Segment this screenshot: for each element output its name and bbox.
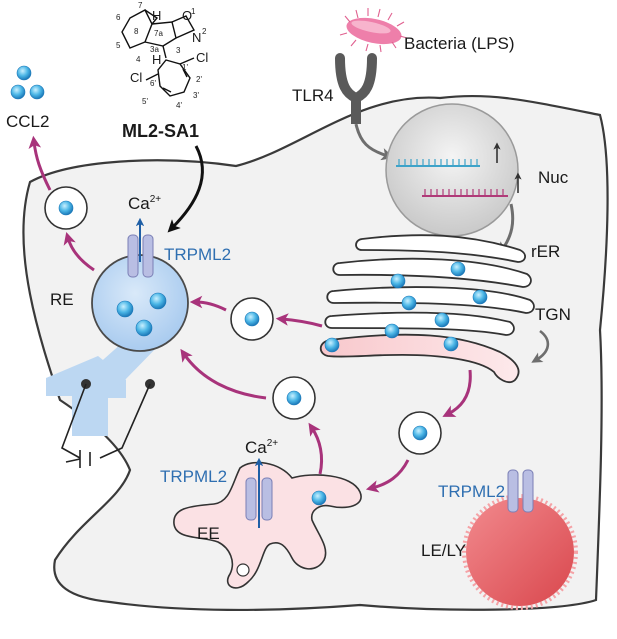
re-label: RE bbox=[50, 290, 74, 309]
tlr4-label: TLR4 bbox=[292, 86, 334, 105]
svg-text:3a: 3a bbox=[150, 45, 159, 54]
ee-cargo-dot bbox=[311, 490, 327, 506]
svg-text:N: N bbox=[192, 30, 201, 45]
svg-text:2': 2' bbox=[196, 75, 202, 84]
trpml2-channel-re bbox=[127, 217, 154, 278]
svg-text:1': 1' bbox=[182, 63, 188, 72]
golgi-cargo-dots bbox=[324, 261, 488, 353]
svg-text:1: 1 bbox=[191, 7, 196, 16]
ml2-sa1-label: ML2-SA1 bbox=[122, 121, 199, 141]
ca-re-label: Ca2+ bbox=[128, 194, 161, 213]
ee-label: EE bbox=[197, 524, 220, 543]
vesicle-to-re-arrow-2 bbox=[180, 348, 267, 400]
tgn-curved-arrow bbox=[531, 329, 550, 363]
svg-text:4: 4 bbox=[136, 55, 141, 64]
svg-text:Cl: Cl bbox=[196, 50, 208, 65]
secretion-arrow bbox=[28, 135, 52, 191]
svg-text:3: 3 bbox=[176, 46, 181, 55]
trpml2-channel-ee bbox=[245, 457, 273, 528]
er-golgi-stack bbox=[319, 234, 535, 384]
svg-text:O: O bbox=[182, 8, 192, 23]
ee-small-bud bbox=[236, 563, 250, 577]
mrna-strand bbox=[422, 189, 508, 197]
late-endosome-lysosome bbox=[462, 494, 578, 610]
re-cargo-dots bbox=[116, 292, 167, 337]
nucleus bbox=[385, 103, 519, 237]
svg-text:6: 6 bbox=[116, 13, 121, 22]
lely-label: LE/LY bbox=[421, 541, 466, 560]
golgi-to-vesicle-arrow bbox=[275, 313, 323, 328]
tlr4-receptor bbox=[335, 53, 377, 124]
rer-cisterna-2 bbox=[332, 257, 532, 288]
svg-text:5: 5 bbox=[116, 41, 121, 50]
svg-text:7a: 7a bbox=[154, 29, 163, 38]
ccl2-dots bbox=[10, 65, 45, 100]
vesicle-tgn-to-ee bbox=[398, 411, 442, 455]
re-to-vesicle-arrow bbox=[63, 231, 95, 272]
bacteria-label: Bacteria (LPS) bbox=[404, 34, 515, 53]
trpml2-re-label: TRPML2 bbox=[164, 245, 231, 264]
svg-text:3': 3' bbox=[193, 91, 199, 100]
vesicle-ee-to-re bbox=[272, 376, 316, 420]
ml2-sa1-atom-labels: 6 7 8 5 4 7a 3a 3 1 2 1' 2' 3' 4' 5' 6' … bbox=[116, 1, 208, 110]
dna-strand bbox=[396, 159, 480, 167]
svg-text:7: 7 bbox=[138, 1, 143, 10]
svg-text:6': 6' bbox=[150, 79, 156, 88]
patch-clamp-electrode bbox=[61, 379, 155, 468]
rer-label: rER bbox=[531, 242, 560, 261]
tgn-to-vesicle-arrow bbox=[442, 369, 472, 417]
svg-text:H: H bbox=[152, 52, 161, 67]
nuc-label: Nuc bbox=[538, 168, 569, 187]
ca-ee-label: Ca2+ bbox=[245, 438, 278, 457]
trpml2-ee-label: TRPML2 bbox=[160, 467, 227, 486]
ee-to-vesicle-arrow bbox=[308, 422, 324, 475]
vesicle-to-ee-arrow bbox=[365, 459, 410, 493]
svg-text:8: 8 bbox=[134, 27, 139, 36]
svg-text:Cl: Cl bbox=[130, 70, 142, 85]
ml2-sa1-structure bbox=[121, 9, 195, 97]
tgn-label: TGN bbox=[535, 305, 571, 324]
vesicle-golgi-to-re bbox=[230, 297, 274, 341]
svg-text:5': 5' bbox=[142, 97, 148, 106]
vesicle-secretory bbox=[44, 186, 88, 230]
trpml2-channel-ly bbox=[507, 469, 534, 513]
svg-text:2: 2 bbox=[202, 27, 207, 36]
svg-text:4': 4' bbox=[176, 101, 182, 110]
vesicle-to-re-arrow bbox=[189, 295, 227, 312]
rer-cisterna-1 bbox=[355, 234, 526, 263]
trpml2-ly-label: TRPML2 bbox=[438, 482, 505, 501]
ccl2-label: CCL2 bbox=[6, 112, 49, 131]
svg-text:H: H bbox=[152, 8, 161, 23]
ml2-sa1-arrow bbox=[167, 145, 204, 233]
tgn-cisterna bbox=[319, 333, 520, 384]
tlr4-signal-arrow bbox=[354, 123, 395, 161]
bacteria-icon bbox=[339, 8, 408, 53]
